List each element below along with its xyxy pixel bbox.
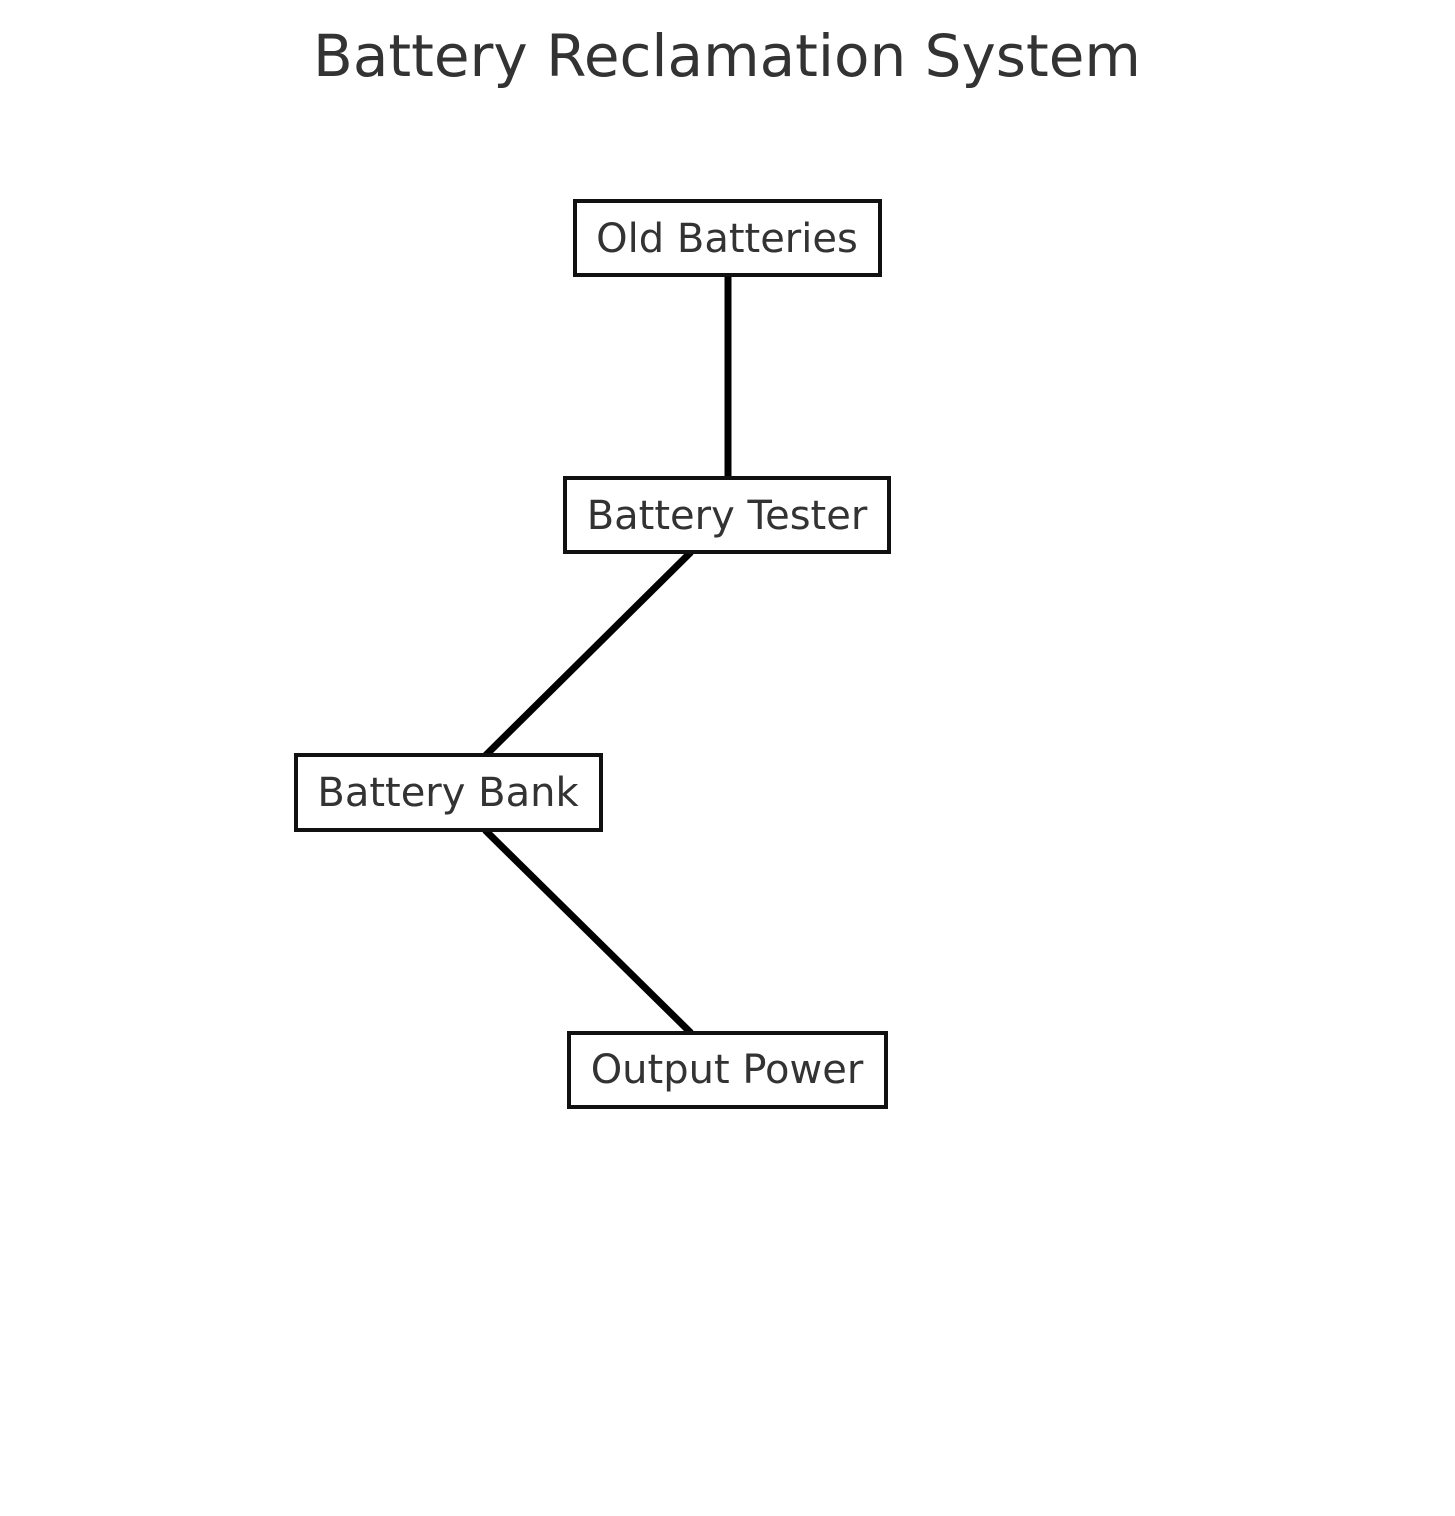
- node-label: Battery Bank: [317, 770, 579, 816]
- node-label: Battery Tester: [587, 493, 868, 539]
- node-output-power[interactable]: Output Power: [567, 1031, 888, 1109]
- node-battery-bank[interactable]: Battery Bank: [294, 753, 603, 832]
- node-box: [294, 753, 603, 832]
- node-box: [567, 1031, 888, 1109]
- node-battery-tester[interactable]: Battery Tester: [563, 476, 891, 554]
- node-label: Output Power: [591, 1047, 864, 1093]
- node-box: [573, 199, 882, 277]
- node-old-batteries[interactable]: Old Batteries: [573, 199, 882, 277]
- node-box: [563, 476, 891, 554]
- edge-bank-to-output: [482, 827, 694, 1036]
- nodes-layer: Old Batteries Battery Tester Battery Ban…: [294, 199, 891, 1109]
- diagram-title: Battery Reclamation System: [313, 22, 1141, 90]
- edge-tester-to-bank: [482, 549, 694, 759]
- edges-layer: [482, 276, 732, 1036]
- node-label: Old Batteries: [596, 216, 858, 262]
